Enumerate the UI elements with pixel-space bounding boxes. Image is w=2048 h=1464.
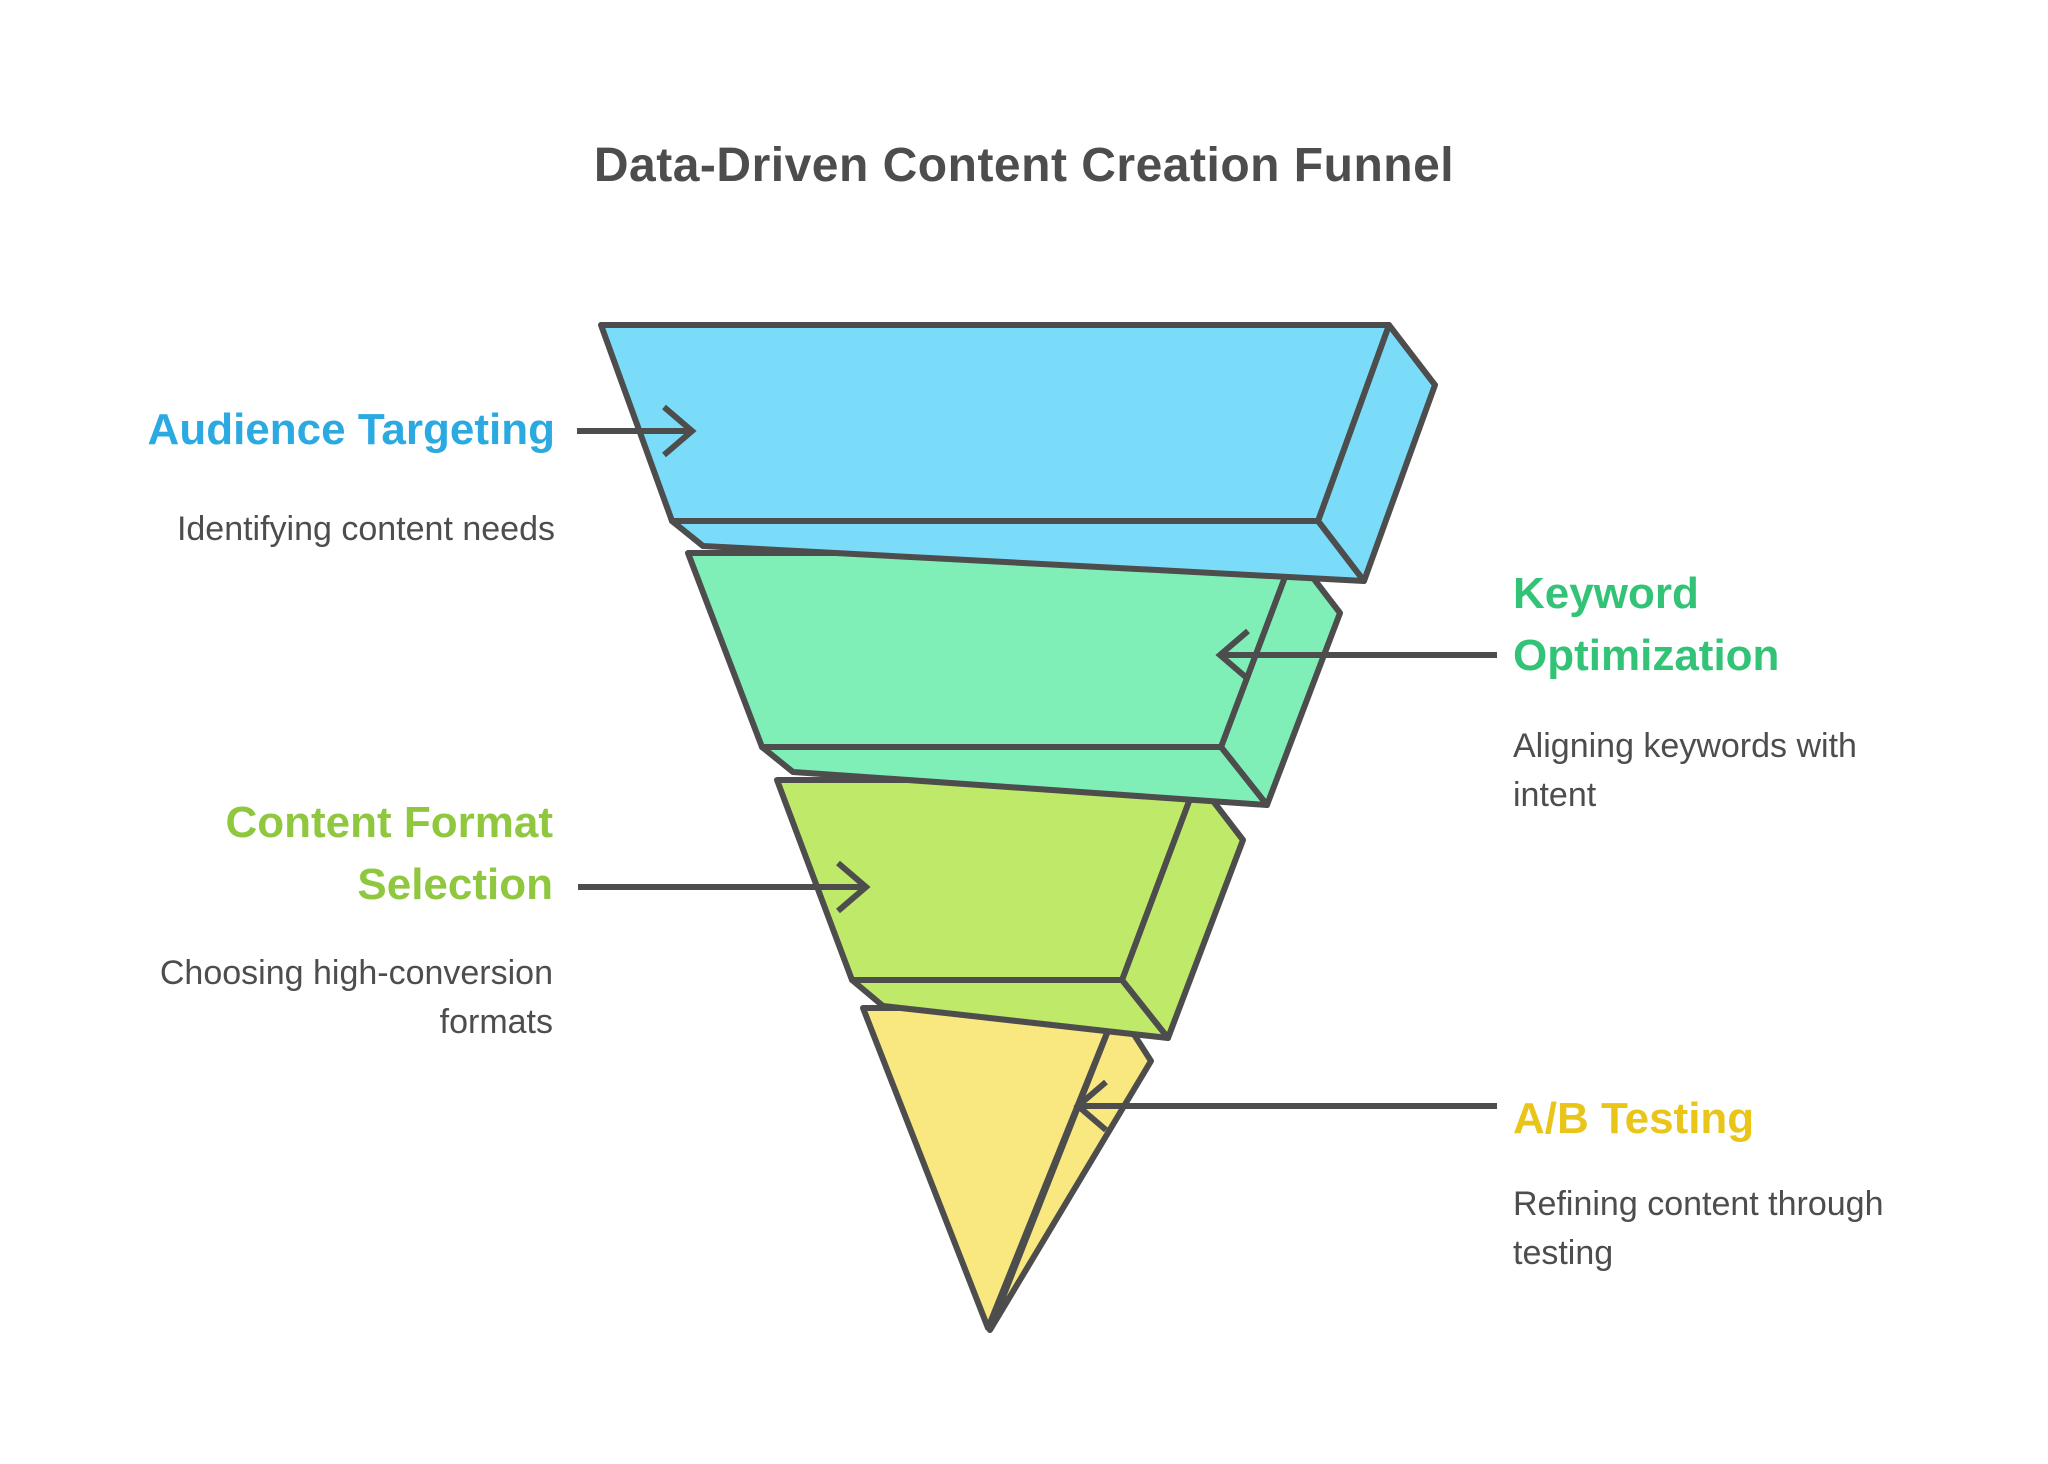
stage-description-keyword-optimization: Aligning keywords with intent — [1513, 727, 1857, 815]
stage-label-content-format-selection: Content Format Selection — [225, 798, 553, 909]
stage-1-front-face — [598, 322, 1392, 524]
arrow-ab-testing — [1073, 1079, 1497, 1133]
label-block-keyword-optimization: Keyword Optimization Aligning keywords w… — [1513, 563, 1913, 821]
arrow-content-format-selection — [578, 860, 871, 914]
stage-label-ab-testing: A/B Testing — [1513, 1094, 1755, 1143]
stage-3-front-face — [774, 777, 1200, 983]
label-block-ab-testing: A/B Testing Refining content through tes… — [1513, 1088, 1943, 1278]
label-block-content-format-selection: Content Format Selection Choosing high-c… — [73, 792, 553, 1048]
stage-description-audience-targeting: Identifying content needs — [176, 509, 555, 548]
stage-2-front-face — [685, 550, 1297, 750]
stage-label-keyword-optimization: Keyword Optimization — [1513, 569, 1780, 680]
diagram-title: Data-Driven Content Creation Funnel — [593, 139, 1455, 192]
funnel-stage-content-format-selection — [774, 777, 1246, 1041]
stage-description-ab-testing: Refining content through testing — [1513, 1184, 1884, 1272]
arrow-keyword-optimization — [1215, 628, 1497, 682]
funnel-stage-ab-testing — [860, 1005, 1154, 1333]
arrow-audience-targeting — [577, 404, 697, 458]
stage-description-content-format-selection: Choosing high-conversion formats — [159, 954, 553, 1042]
funnel-stage-audience-targeting — [598, 322, 1438, 584]
label-block-audience-targeting: Audience Targeting Identifying content n… — [60, 399, 555, 554]
funnel-stage-keyword-optimization — [685, 550, 1343, 808]
stage-label-audience-targeting: Audience Targeting — [147, 405, 555, 454]
